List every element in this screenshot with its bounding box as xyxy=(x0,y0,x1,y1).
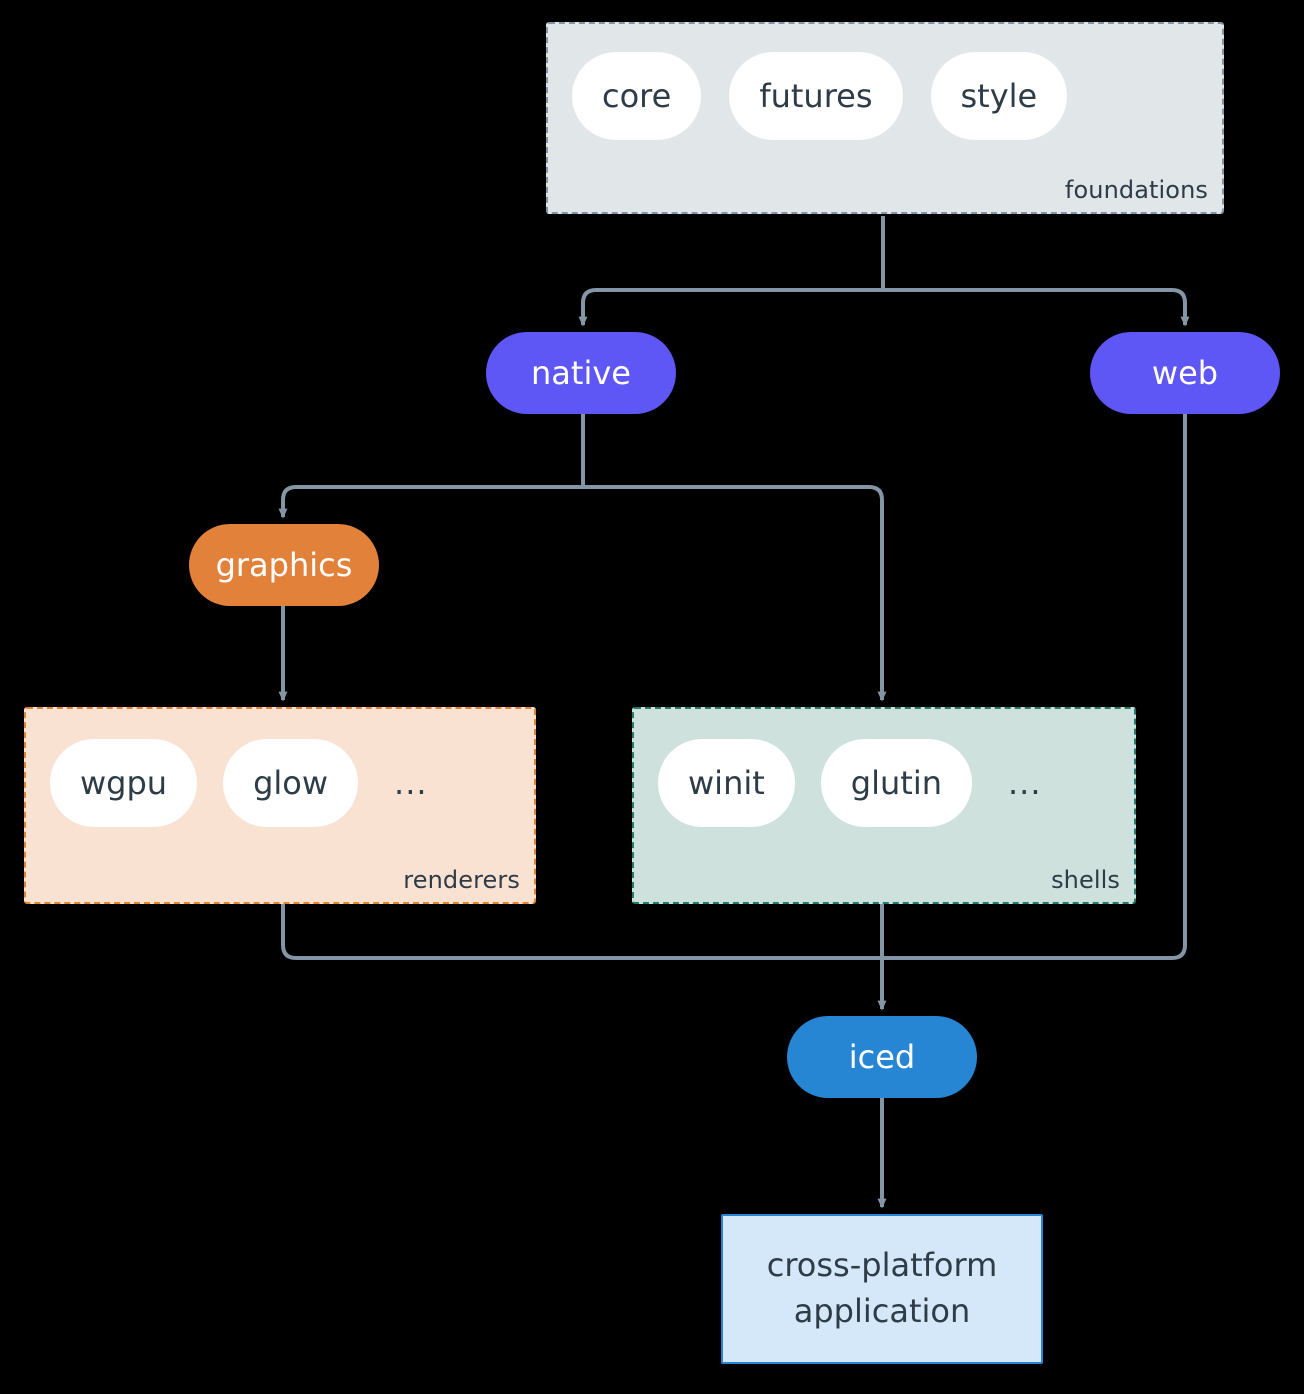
shells-more-ellipsis: ... xyxy=(1007,764,1042,802)
pill-core[interactable]: core xyxy=(572,52,702,140)
pill-glutin[interactable]: glutin xyxy=(820,739,972,827)
node-native[interactable]: native xyxy=(486,332,676,414)
renderers-more-ellipsis: ... xyxy=(394,764,428,802)
group-label-shells: shells xyxy=(1051,866,1120,894)
group-foundations: core futures style foundations xyxy=(546,22,1224,214)
edge-native-to-graphics xyxy=(278,485,583,519)
edge-native-to-shells xyxy=(583,485,887,702)
shells-pill-row: winit glutin ... xyxy=(658,739,1042,827)
node-web[interactable]: web xyxy=(1090,332,1280,414)
pill-style[interactable]: style xyxy=(930,52,1068,140)
pill-futures[interactable]: futures xyxy=(729,52,903,140)
application-line-2: application xyxy=(793,1292,971,1330)
group-renderers: wgpu glow ... renderers xyxy=(24,707,536,904)
pill-winit[interactable]: winit xyxy=(658,739,795,827)
edge-foundations-to-web xyxy=(883,288,1190,327)
node-iced[interactable]: iced xyxy=(787,1016,977,1098)
foundations-pill-row: core futures style xyxy=(572,52,1068,140)
application-line-1: cross-platform xyxy=(766,1246,998,1285)
pill-glow[interactable]: glow xyxy=(223,739,359,827)
edge-foundations-to-native xyxy=(578,288,883,327)
pill-wgpu[interactable]: wgpu xyxy=(50,739,198,827)
group-label-foundations: foundations xyxy=(1064,176,1208,204)
edge-renderers-to-iced xyxy=(281,904,882,960)
renderers-pill-row: wgpu glow ... xyxy=(50,739,428,827)
group-label-renderers: renderers xyxy=(403,866,520,894)
node-cross-platform-application[interactable]: cross-platform application xyxy=(721,1214,1043,1364)
node-graphics[interactable]: graphics xyxy=(189,524,379,606)
group-shells: winit glutin ... shells xyxy=(632,707,1136,904)
